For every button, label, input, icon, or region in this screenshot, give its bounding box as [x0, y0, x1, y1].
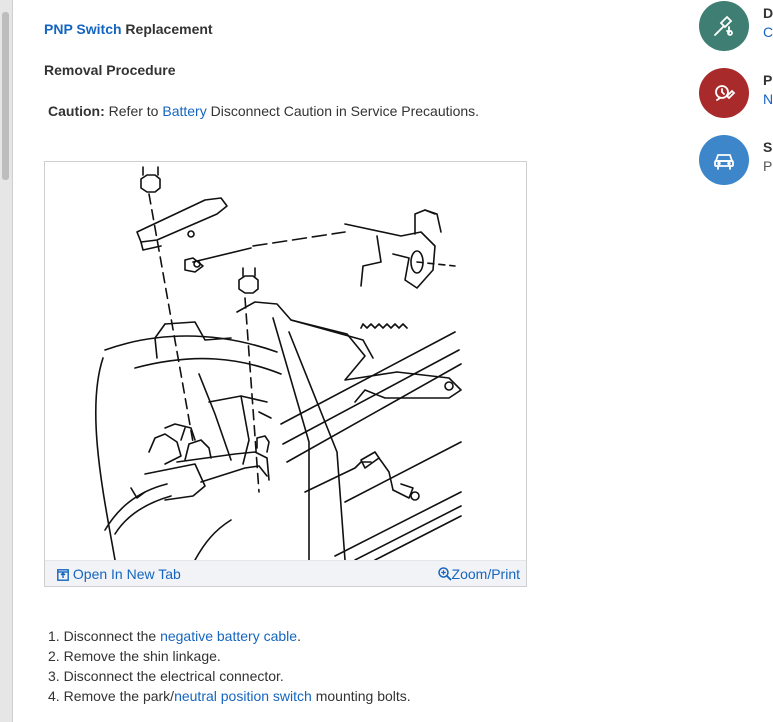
section-heading: Removal Procedure [44, 62, 176, 78]
list-item: 1. Disconnect the negative battery cable… [48, 626, 411, 646]
zoom-print-button[interactable]: Zoom/Print [437, 566, 520, 582]
scrollbar-thumb[interactable] [2, 12, 9, 180]
caution-post: Disconnect Caution in Service Precaution… [206, 103, 480, 119]
step-number: 2. [48, 648, 64, 664]
caution-link[interactable]: Battery [162, 103, 207, 119]
sidebar-title: P [763, 72, 773, 88]
service-vehicle-icon [699, 135, 749, 185]
caution-note: Caution: Refer to Battery Disconnect Cau… [48, 103, 479, 119]
step-number: 3. [48, 668, 64, 684]
zoom-print-label: Zoom/Print [451, 566, 520, 582]
caution-label: Caution: [48, 103, 105, 119]
step-text: Remove the park/ [63, 688, 175, 704]
list-item: 4. Remove the park/neutral position swit… [48, 686, 411, 706]
step-text: . [297, 628, 301, 644]
scrollbar[interactable] [0, 0, 13, 722]
step-text: mounting bolts. [311, 688, 411, 704]
figure: Open In New Tab Zoom/Print [44, 161, 527, 587]
sidebar-subtitle[interactable]: C [763, 24, 773, 40]
step-text: Remove the shin linkage. [63, 648, 221, 664]
zoom-in-icon [437, 567, 452, 581]
page-title: PNP Switch Replacement [44, 21, 213, 37]
open-in-new-tab-button[interactable]: Open In New Tab [57, 566, 181, 582]
neutral-position-switch-link[interactable]: neutral position switch [174, 688, 312, 704]
sidebar-subtitle: P [763, 158, 773, 174]
figure-toolbar: Open In New Tab Zoom/Print [45, 560, 526, 586]
list-item: 2. Remove the shin linkage. [48, 646, 411, 666]
pnp-switch-illustration [94, 166, 462, 560]
caution-pre: Refer to [104, 103, 163, 119]
sidebar-item-parts[interactable]: P N [699, 68, 773, 120]
open-in-new-tab-label: Open In New Tab [72, 566, 181, 582]
step-text: Disconnect the [63, 628, 161, 644]
diagnostic-icon [699, 1, 749, 51]
sidebar-subtitle[interactable]: N [763, 91, 773, 107]
sidebar-item-service[interactable]: S P [699, 135, 773, 187]
title-rest: Replacement [121, 21, 213, 37]
step-text: Disconnect the electrical connector. [63, 668, 284, 684]
list-item: 3. Disconnect the electrical connector. [48, 666, 411, 686]
sidebar-title: S [763, 139, 773, 155]
step-number: 4. [48, 688, 64, 704]
sidebar-item-diagnostics[interactable]: D C [699, 1, 773, 53]
negative-battery-cable-link[interactable]: negative battery cable [160, 628, 298, 644]
sidebar-title: D [763, 5, 773, 21]
title-link[interactable]: PNP Switch [44, 21, 122, 37]
procedure-steps: 1. Disconnect the negative battery cable… [48, 626, 411, 706]
parts-icon [699, 68, 749, 118]
step-number: 1. [48, 628, 64, 644]
open-new-tab-icon [57, 569, 69, 581]
